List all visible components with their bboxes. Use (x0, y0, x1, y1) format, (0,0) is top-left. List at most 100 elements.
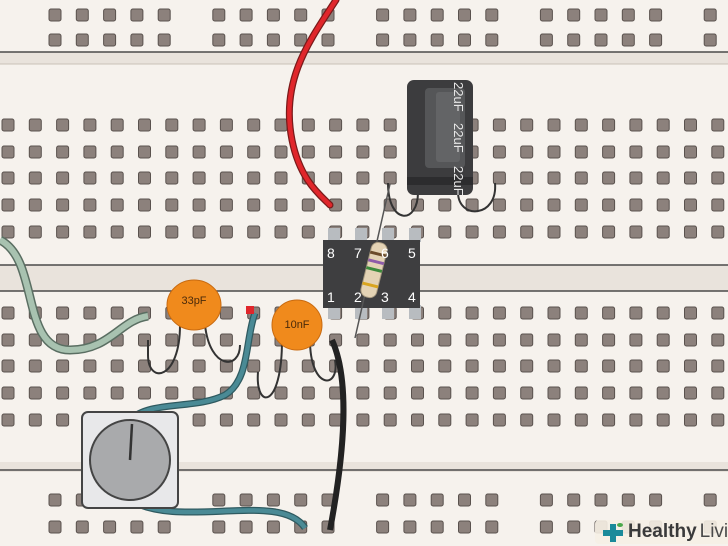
breadboard-hole (492, 225, 506, 239)
breadboard-hole (547, 118, 561, 132)
breadboard-hole (247, 145, 261, 159)
breadboard-hole (629, 386, 643, 400)
breadboard-hole (485, 493, 499, 507)
breadboard-hole (684, 198, 697, 212)
pin-label: 3 (381, 289, 389, 305)
breadboard-hole (1, 306, 15, 320)
breadboard-hole (465, 413, 479, 427)
rail-divider (0, 52, 728, 64)
breadboard-hole (383, 333, 397, 347)
breadboard-hole (711, 413, 725, 427)
breadboard-hole (266, 520, 280, 534)
pin-label: 6 (381, 245, 389, 261)
breadboard-hole (239, 520, 253, 534)
breadboard-hole (103, 8, 117, 22)
breadboard-hole (649, 8, 663, 22)
breadboard-hole (48, 33, 62, 47)
breadboard-hole (329, 413, 343, 427)
breadboard-hole (656, 333, 670, 347)
breadboard-hole (130, 520, 144, 534)
breadboard-hole (520, 359, 534, 373)
breadboard-hole (629, 198, 643, 212)
breadboard-hole (356, 171, 370, 185)
breadboard-hole (192, 118, 206, 132)
breadboard-hole (539, 8, 553, 22)
pin-label: 8 (327, 245, 335, 261)
breadboard-hole (411, 413, 424, 427)
breadboard-hole (212, 493, 226, 507)
breadboard-hole (110, 359, 124, 373)
breadboard-hole (574, 198, 588, 212)
breadboard-hole (192, 198, 206, 212)
breadboard-hole (1, 198, 15, 212)
breadboard-hole (165, 386, 179, 400)
breadboard-hole (492, 413, 506, 427)
breadboard-hole (56, 171, 70, 185)
breadboard-hole (165, 333, 179, 347)
breadboard-hole (219, 225, 233, 239)
breadboard-hole (574, 413, 588, 427)
breadboard-hole (329, 171, 343, 185)
breadboard-hole (649, 33, 663, 47)
breadboard-hole (1, 225, 15, 239)
breadboard-hole (485, 520, 499, 534)
breadboard-hole (165, 171, 179, 185)
breadboard-hole (520, 145, 534, 159)
breadboard-hole (629, 359, 643, 373)
breadboard-hole (411, 386, 424, 400)
breadboard-hole (1, 145, 15, 159)
breadboard-hole (56, 225, 70, 239)
breadboard-hole (458, 520, 471, 534)
breadboard-hole (629, 171, 643, 185)
breadboard-hole (629, 333, 643, 347)
breadboard-hole (403, 8, 417, 22)
breadboard-hole (383, 171, 397, 185)
capacitor-label: 33pF (181, 295, 206, 307)
breadboard-hole (274, 145, 288, 159)
breadboard-hole (547, 413, 561, 427)
breadboard-hole (629, 118, 643, 132)
breadboard-hole (1, 118, 15, 132)
breadboard-hole (602, 359, 616, 373)
breadboard-hole (110, 145, 124, 159)
breadboard-hole (294, 33, 308, 47)
breadboard-hole (28, 118, 42, 132)
breadboard-hole (411, 333, 424, 347)
breadboard-hole (711, 145, 725, 159)
breadboard-hole (165, 118, 179, 132)
breadboard-hole (56, 306, 70, 320)
breadboard-hole (438, 359, 452, 373)
breadboard-hole (703, 33, 717, 47)
breadboard-hole (219, 333, 233, 347)
breadboard-hole (656, 413, 670, 427)
breadboard-hole (192, 145, 206, 159)
breadboard-hole (656, 225, 670, 239)
breadboard-hole (266, 33, 280, 47)
breadboard-hole (219, 413, 233, 427)
breadboard-hole (567, 33, 581, 47)
breadboard-hole (138, 198, 151, 212)
breadboard-hole (219, 306, 233, 320)
breadboard-hole (356, 386, 370, 400)
breadboard-hole (110, 171, 124, 185)
breadboard-hole (649, 493, 663, 507)
black-wire (327, 338, 347, 531)
breadboard-hole (138, 225, 151, 239)
breadboard-hole (656, 359, 670, 373)
breadboard-hole (301, 413, 315, 427)
breadboard-hole (520, 118, 534, 132)
breadboard-hole (438, 306, 452, 320)
resistor (354, 183, 391, 339)
breadboard-hole (602, 145, 616, 159)
breadboard-hole (28, 386, 42, 400)
breadboard-hole (376, 33, 390, 47)
breadboard-hole (138, 386, 151, 400)
breadboard-hole (656, 306, 670, 320)
breadboard-hole (567, 520, 581, 534)
breadboard-hole (247, 359, 261, 373)
breadboard-hole (711, 198, 725, 212)
breadboard-hole (574, 145, 588, 159)
breadboard-hole (458, 8, 471, 22)
capacitance-label: 22uF (451, 82, 466, 112)
